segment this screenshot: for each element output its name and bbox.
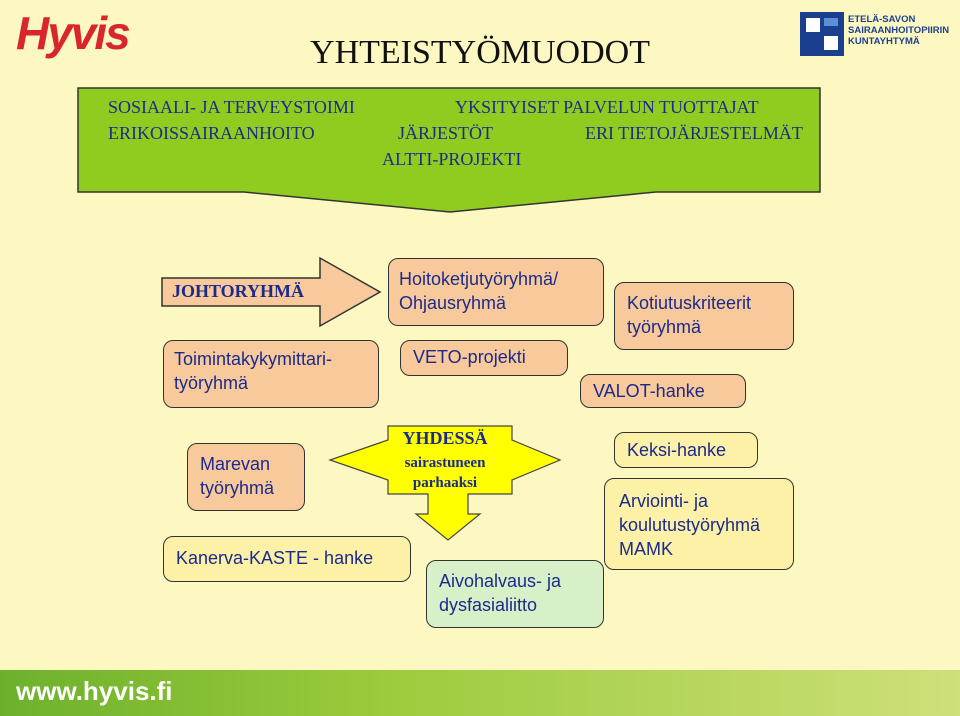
kotiutus-line-1: Kotiutuskriteerit bbox=[627, 293, 752, 313]
aivohalvaus-line-1: Aivohalvaus- ja bbox=[439, 571, 562, 591]
yhdessa-title: YHDESSÄ bbox=[402, 428, 488, 448]
page-title: YHTEISTYÖMUODOT bbox=[310, 34, 650, 71]
etela-savo-line-1: ETELÄ-SAVON bbox=[848, 14, 916, 25]
arviointi-line-3: MAMK bbox=[619, 539, 673, 559]
arviointi-line-1: Arviointi- ja bbox=[619, 491, 709, 511]
valot-box: VALOT-hanke bbox=[580, 374, 746, 408]
keksi-label: Keksi-hanke bbox=[627, 440, 727, 460]
valot-label: VALOT-hanke bbox=[593, 381, 705, 401]
kanerva-box: Kanerva-KASTE - hanke bbox=[163, 536, 411, 582]
kotiutus-line-2: työryhmä bbox=[627, 317, 702, 337]
kotiutus-box: Kotiutuskriteerit työryhmä bbox=[614, 282, 794, 350]
keksi-box: Keksi-hanke bbox=[614, 432, 758, 468]
top-line1-right: YKSITYISET PALVELUN TUOTTAJAT bbox=[455, 97, 759, 117]
yhdessa-sub1: sairastuneen bbox=[404, 455, 486, 471]
veto-box: VETO-projekti bbox=[400, 340, 568, 376]
etela-savo-line-2: SAIRAANHOITOPIIRIN bbox=[848, 25, 950, 36]
marevan-line-2: työryhmä bbox=[200, 478, 275, 498]
arviointi-box: Arviointi- ja koulutustyöryhmä MAMK bbox=[604, 478, 794, 570]
footer-bar: www.hyvis.fi bbox=[0, 670, 960, 716]
top-line2-mid: JÄRJESTÖT bbox=[398, 123, 494, 143]
top-line3: ALTTI-PROJEKTI bbox=[382, 149, 522, 169]
marevan-line-1: Marevan bbox=[200, 454, 271, 474]
yhdessa-sub2: parhaaksi bbox=[412, 475, 478, 491]
etela-savo-mark-icon bbox=[800, 12, 844, 56]
arviointi-line-2: koulutustyöryhmä bbox=[619, 515, 761, 535]
aivohalvaus-box: Aivohalvaus- ja dysfasialiitto bbox=[426, 560, 604, 628]
aivohalvaus-line-2: dysfasialiitto bbox=[439, 595, 538, 615]
marevan-box: Marevan työryhmä bbox=[187, 443, 305, 511]
hoitoketju-line-2: Ohjausryhmä bbox=[399, 293, 507, 313]
hoitoketju-line-1: Hoitoketjutyöryhmä/ bbox=[399, 269, 559, 289]
footer-url[interactable]: www.hyvis.fi bbox=[16, 676, 173, 706]
green-down-arrow bbox=[77, 87, 821, 213]
top-line1-left: SOSIAALI- JA TERVEYSTOIMI bbox=[108, 97, 355, 117]
hyvis-logo: Hyvis bbox=[16, 7, 131, 59]
kanerva-label: Kanerva-KASTE - hanke bbox=[176, 548, 374, 568]
johtoryhma-arrow bbox=[161, 256, 382, 328]
top-line2-right: ERI TIETOJÄRJESTELMÄT bbox=[585, 123, 803, 143]
toimintakyky-box: Toimintakykymittari- työryhmä bbox=[163, 340, 379, 408]
etela-savo-logo: ETELÄ-SAVON SAIRAANHOITOPIIRIN KUNTAYHTY… bbox=[800, 10, 950, 58]
top-line2-left: ERIKOISSAIRAANHOITO bbox=[108, 123, 315, 143]
yellow-cross-arrow bbox=[328, 425, 562, 541]
johtoryhma-label: JOHTORYHMÄ bbox=[172, 281, 305, 301]
etela-savo-line-3: KUNTAYHTYMÄ bbox=[848, 36, 920, 47]
veto-label: VETO-projekti bbox=[413, 347, 526, 367]
toimintakyky-line-2: työryhmä bbox=[174, 373, 249, 393]
hoitoketju-box: Hoitoketjutyöryhmä/ Ohjausryhmä bbox=[388, 258, 604, 326]
toimintakyky-line-1: Toimintakykymittari- bbox=[174, 349, 333, 369]
